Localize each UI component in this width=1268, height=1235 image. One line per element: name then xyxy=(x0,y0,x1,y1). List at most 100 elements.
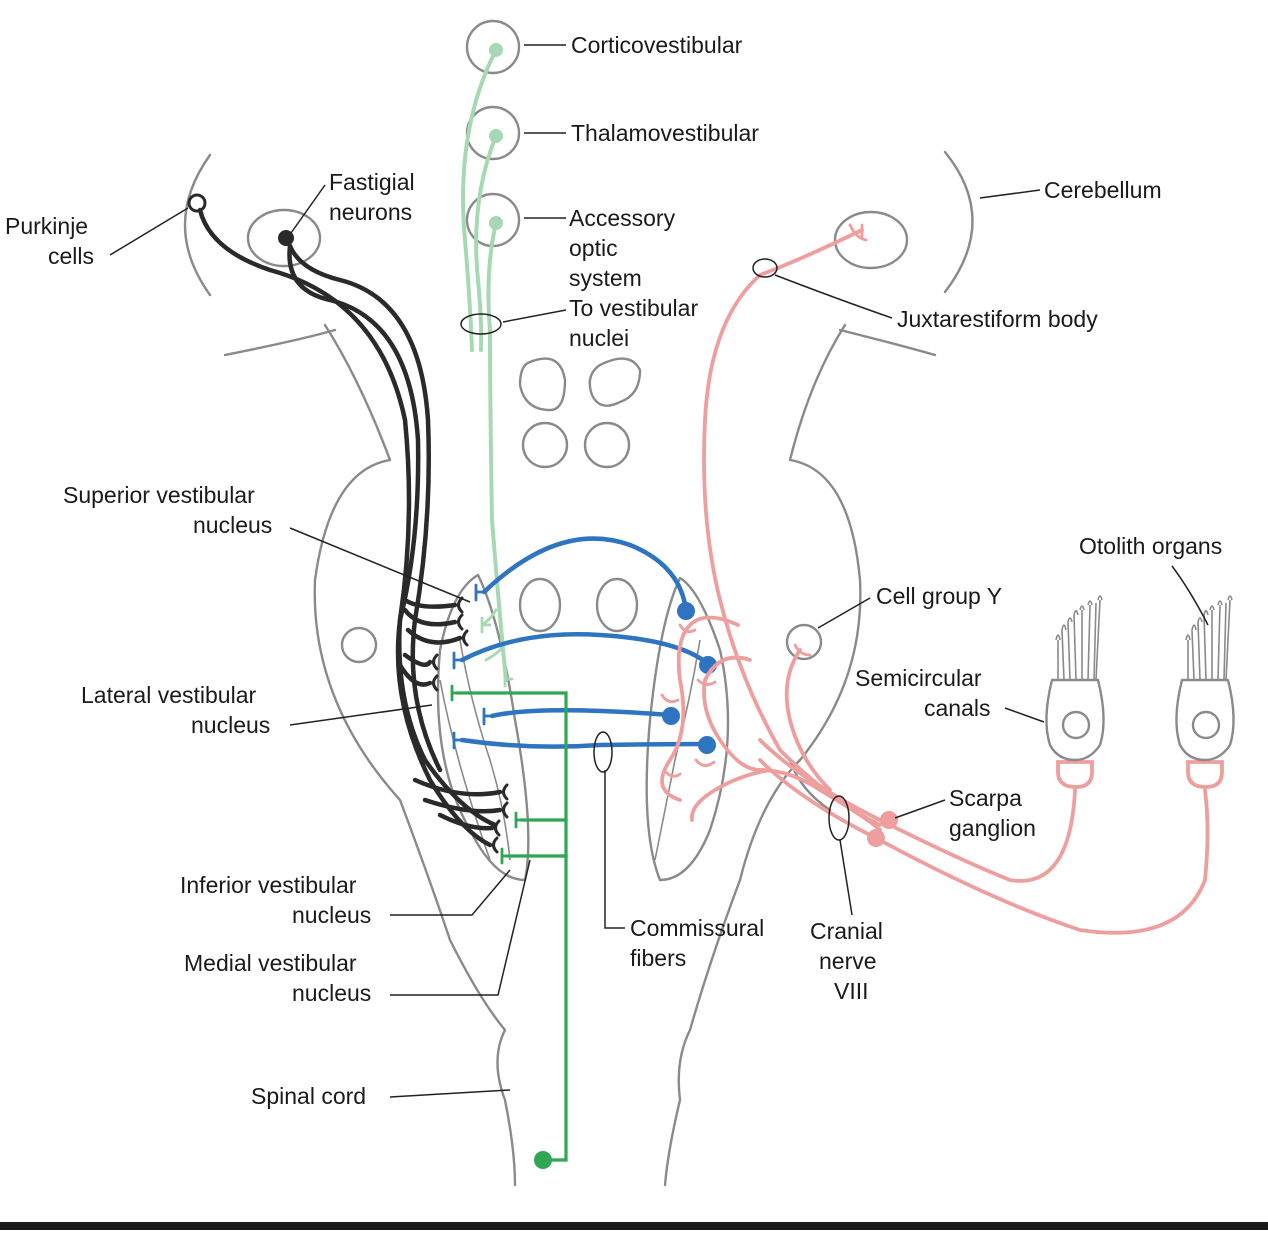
label-otolith: Otolith organs xyxy=(1079,533,1222,559)
leader-semicircular xyxy=(1004,707,1045,723)
scarpa-ganglion-soma-1 xyxy=(880,811,898,829)
label-cranial-line3: VIII xyxy=(834,978,869,1004)
label-scarpa-line2: ganglion xyxy=(949,815,1036,841)
label-inferior-line1: Inferior vestibular xyxy=(180,872,357,898)
black-branch-7 xyxy=(422,797,503,814)
cerebellum-right-arc xyxy=(943,150,974,294)
pink-terminal-cerebellum xyxy=(848,223,868,242)
black-terminal-8 xyxy=(494,819,501,837)
vestibular-nuclei-left-inner xyxy=(459,639,511,861)
corticovestibular-fiber xyxy=(461,48,498,352)
leader-superior xyxy=(289,527,471,603)
peduncle-left-upper xyxy=(223,328,337,357)
pink-terminal-y xyxy=(793,643,812,657)
to-vestibular-bundle-ring xyxy=(460,313,502,335)
purkinje-axon-2 xyxy=(287,243,443,773)
vestibular-nerve-pathway xyxy=(593,223,1224,935)
label-corticovestibular: Corticovestibular xyxy=(571,32,743,58)
leader-lateral xyxy=(289,704,433,726)
cortical-pathway xyxy=(460,43,514,688)
otolith-stereocilia-tops xyxy=(1185,595,1233,641)
semicircular-stereocilia-tops xyxy=(1055,595,1103,641)
label-accessory-line1: Accessory xyxy=(569,205,676,231)
medulla-oval-right xyxy=(595,577,639,633)
commissural-soma-4 xyxy=(698,736,716,754)
label-to-vestibular-line1: To vestibular xyxy=(569,295,698,321)
midbrain-lobe-left xyxy=(518,357,567,412)
leader-cranial xyxy=(839,839,853,916)
black-terminal-1 xyxy=(457,596,464,614)
leader-to-vestibular xyxy=(502,309,567,323)
pink-terminal-4 xyxy=(694,758,716,767)
leader-spinal xyxy=(389,1089,511,1098)
vestibular-branch-lower xyxy=(690,768,772,822)
semicircular-stereocilia xyxy=(1057,599,1101,681)
black-branch-6 xyxy=(412,777,503,797)
cell-group-y-fiber xyxy=(784,648,832,792)
label-lateral-line2: nucleus xyxy=(191,712,270,738)
commissural-terminal-3 xyxy=(482,707,496,726)
semicircular-cell-nucleus xyxy=(1061,710,1091,740)
semicircular-receptor-cup xyxy=(1056,760,1094,789)
label-juxtarestiform: Juxtarestiform body xyxy=(897,306,1098,332)
spinal-terminal-1 xyxy=(450,684,462,702)
thalamovestibular-soma xyxy=(489,129,503,143)
black-branch-4 xyxy=(402,652,433,668)
cell-group-y-circle xyxy=(785,623,823,661)
fastigial-neuron-soma xyxy=(278,230,294,246)
leader-cerebellum xyxy=(979,189,1041,199)
label-purkinje-line1: Purkinje xyxy=(5,213,88,239)
leader-inferior xyxy=(390,869,511,916)
peduncle-right-upper xyxy=(838,328,937,357)
label-medial-line1: Medial vestibular xyxy=(184,950,357,976)
label-spinal-cord: Spinal cord xyxy=(251,1083,366,1109)
cortical-branch-2 xyxy=(484,648,502,662)
midbrain-lobe-right xyxy=(588,357,642,407)
vestibular-branch-upper xyxy=(660,615,740,802)
pink-terminal-5 xyxy=(662,768,682,778)
black-terminal-5 xyxy=(432,674,439,692)
label-fastigial-line1: Fastigial xyxy=(329,169,415,195)
fastigial-nucleus-right xyxy=(833,210,909,270)
commissural-terminal-1 xyxy=(474,583,488,602)
black-terminal-2 xyxy=(457,613,464,631)
brainstem-right-contour xyxy=(663,323,862,1187)
commissural-fiber-2 xyxy=(459,632,711,667)
pink-terminal-2 xyxy=(696,678,717,686)
label-commissural-line1: Commissural xyxy=(630,915,764,941)
leader-commissural xyxy=(604,770,625,929)
label-fastigial-line2: neurons xyxy=(329,199,412,225)
leader-cell-group-y xyxy=(817,597,871,629)
black-terminal-9 xyxy=(492,836,499,854)
leader-otolith xyxy=(1171,565,1209,626)
otolith-cell-nucleus xyxy=(1191,710,1221,740)
leader-scarpa xyxy=(894,799,946,819)
black-branch-1 xyxy=(402,597,458,609)
black-branch-5 xyxy=(397,662,433,687)
vestibular-nuclei-left-outer xyxy=(436,573,530,882)
spinal-cord-soma xyxy=(534,1151,552,1169)
leader-lines xyxy=(109,44,1209,1098)
midbrain-circle-right xyxy=(583,421,631,469)
semicircular-hair-cell xyxy=(1045,595,1105,762)
juxtarestiform-fiber xyxy=(702,228,882,827)
scarpa-ganglion-soma-2 xyxy=(867,829,885,847)
vestibular-nuclei-left-inner2 xyxy=(439,679,491,861)
purkinje-axon-3 xyxy=(287,243,498,828)
accessory-optic-fiber xyxy=(486,221,508,682)
label-medial-line2: nucleus xyxy=(292,980,371,1006)
commissural-ring xyxy=(593,731,613,773)
black-branch-8 xyxy=(437,812,495,831)
otolith-cell-body xyxy=(1175,678,1235,762)
black-branch-2 xyxy=(402,607,458,627)
black-terminal-6 xyxy=(502,783,509,801)
commissural-soma-1 xyxy=(677,602,695,620)
label-superior-line1: Superior vestibular xyxy=(63,482,255,508)
bottom-border xyxy=(0,1222,1268,1230)
pink-terminal-3 xyxy=(660,693,680,704)
commissural-pathway xyxy=(452,536,717,754)
spinal-pathway xyxy=(450,684,568,1169)
midbrain-circle-left xyxy=(521,421,569,469)
